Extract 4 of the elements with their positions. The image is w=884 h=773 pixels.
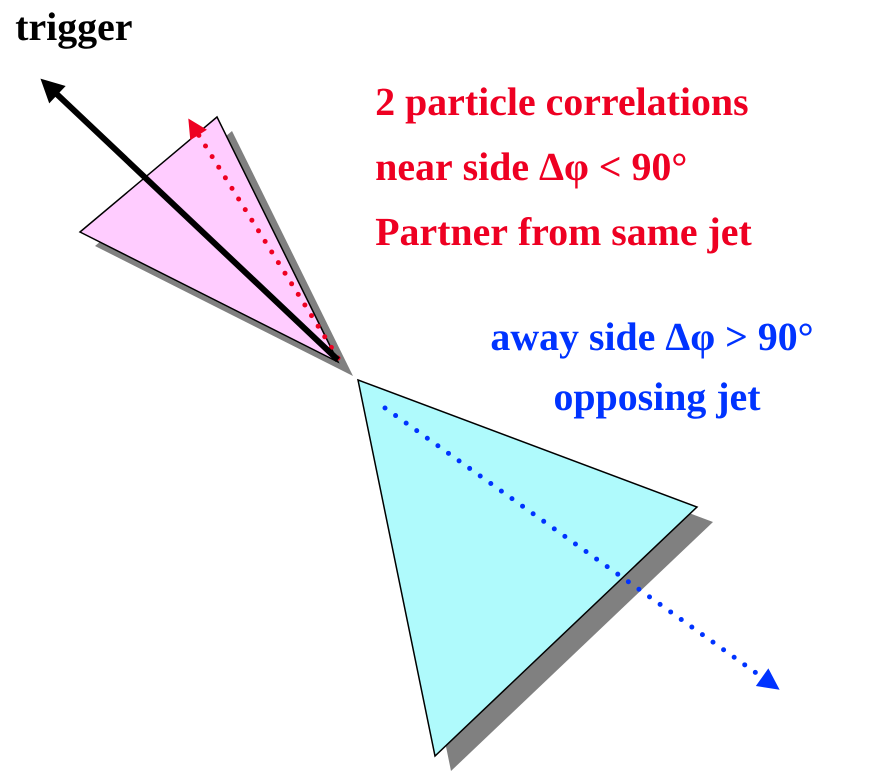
trigger-label: trigger [16,12,132,49]
annotation-text: away side Δφ > 90° [492,322,812,359]
heading-text: 2 particle correlations [376,87,748,124]
annotation-text: opposing jet [555,382,760,419]
